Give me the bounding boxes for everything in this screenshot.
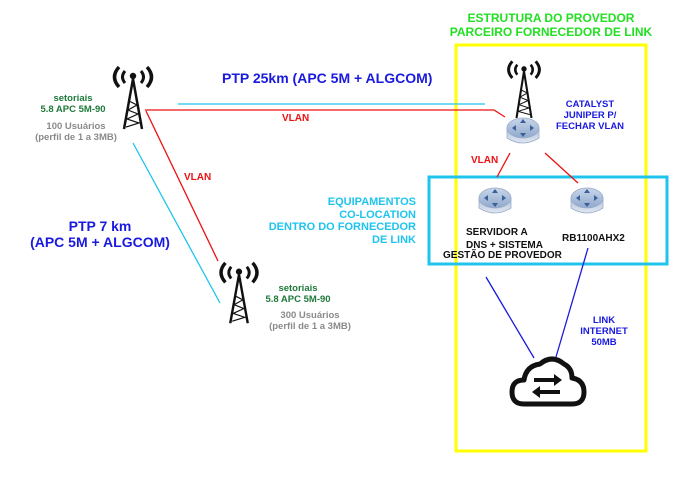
tower-left-users: 100 Usuários (perfil de 1 a 3MB) xyxy=(28,121,124,144)
colocation-line3: DENTRO DO FORNECEDOR xyxy=(268,221,416,234)
vlan-label-catalyst: VLAN xyxy=(471,155,499,166)
server-label-line2: DNS + SISTEMA xyxy=(466,240,543,251)
tower-left-label: setoriais 5.8 APC 5M-90 xyxy=(28,93,118,116)
router-icon-rb1100 xyxy=(570,187,604,214)
ptp-7km-link xyxy=(132,142,221,304)
provider-title: ESTRUTURA DO PROVEDOR PARCEIRO FORNECEDO… xyxy=(445,11,657,40)
router-icon-server xyxy=(478,187,512,214)
catalyst-label: CATALYST JUNIPER P/ FECHAR VLAN xyxy=(555,99,625,133)
cloud-internet-icon xyxy=(509,356,587,407)
tower-bottom-users-count: 300 Usuários xyxy=(280,310,340,321)
tower-bottom-profile: (perfil de 1 a 3MB) xyxy=(269,320,351,332)
vlan-link-diagonal xyxy=(145,110,219,262)
tower-bottom-label: setoriais 5.8 APC 5M-90 xyxy=(256,283,340,306)
tower-bottom-type: setoriais xyxy=(278,283,318,294)
tower-left-type: setoriais xyxy=(53,93,93,104)
link-catalyst-rb xyxy=(544,152,579,184)
internet-label-line3: 50MB xyxy=(591,336,617,348)
tower-bottom-model: 5.8 APC 5M-90 xyxy=(265,293,331,305)
internet-link-left xyxy=(485,276,535,359)
provider-title-line1: ESTRUTURA DO PROVEDOR xyxy=(467,11,635,25)
ptp-25km-label: PTP 25km (APC 5M + ALGCOM) xyxy=(222,70,433,86)
provider-title-line2: PARCEIRO FORNECEDOR DE LINK xyxy=(449,24,653,39)
server-label-line3: GESTÃO DE PROVEDOR xyxy=(443,250,562,261)
ptp-7km-line1: PTP 7 km xyxy=(68,218,132,234)
catalyst-label-line3: FECHAR VLAN xyxy=(555,120,625,132)
vlan-link-top xyxy=(145,109,506,118)
tower-icon-bottom xyxy=(219,261,259,324)
rb1100-label: RB1100AHX2 xyxy=(562,233,625,244)
server-label-line1: SERVIDOR A xyxy=(466,227,528,238)
vlan-label-diagonal: VLAN xyxy=(184,172,212,183)
router-icon-catalyst xyxy=(506,117,540,144)
colocation-line4: DE LINK xyxy=(372,233,416,246)
internet-label: LINK INTERNET 50MB xyxy=(572,315,636,349)
vlan-link-server xyxy=(496,152,511,178)
colocation-label: EQUIPAMENTOS CO-LOCATION DENTRO DO FORNE… xyxy=(240,196,416,247)
internet-label-line2: INTERNET xyxy=(580,325,628,337)
colocation-line1: EQUIPAMENTOS xyxy=(327,196,416,208)
tower-bottom-users: 300 Usuários (perfil de 1 a 3MB) xyxy=(262,310,358,333)
tower-icon-provider xyxy=(507,60,541,118)
provider-structure-box xyxy=(454,43,648,453)
catalyst-label-line2: JUNIPER P/ xyxy=(563,109,617,121)
ptp-7km-label: PTP 7 km (APC 5M + ALGCOM) xyxy=(24,218,176,250)
exchange-arrows-icon xyxy=(532,374,562,398)
ptp-7km-line2: (APC 5M + ALGCOM) xyxy=(30,234,170,251)
vlan-label-top: VLAN xyxy=(282,113,310,124)
catalyst-label-line1: CATALYST xyxy=(565,99,615,110)
tower-left-model: 5.8 APC 5M-90 xyxy=(40,103,106,115)
internet-label-line1: LINK xyxy=(592,315,616,326)
colocation-line2: CO-LOCATION xyxy=(339,208,416,221)
tower-left-users-count: 100 Usuários xyxy=(46,121,106,132)
internet-link-right xyxy=(555,247,589,358)
colocation-box xyxy=(427,175,669,266)
tower-icon-left xyxy=(112,65,154,130)
tower-left-profile: (perfil de 1 a 3MB) xyxy=(35,131,117,143)
